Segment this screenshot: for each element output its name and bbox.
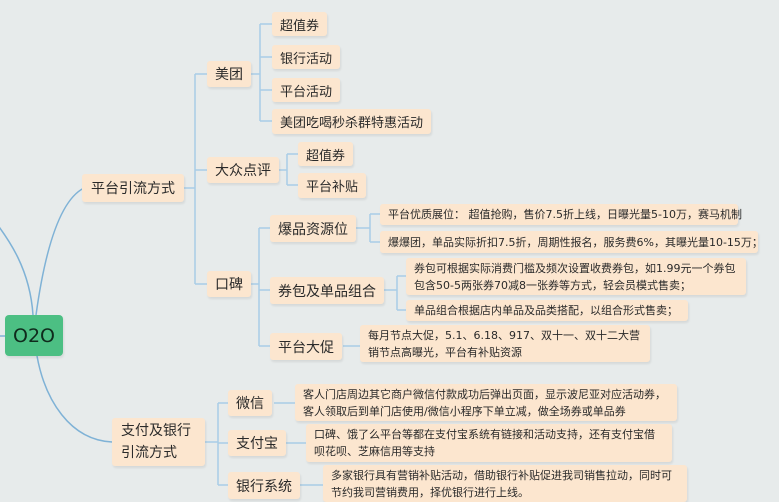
node-platform-promo[interactable]: 平台大促	[270, 333, 342, 360]
leaf-label: 平台活动	[280, 84, 333, 100]
leaf-dianping-value-coupon[interactable]: 超值券	[298, 142, 354, 166]
leaf-label: 美团吃喝秒杀群特惠活动	[280, 116, 424, 131]
leaf-meituan-bank-activity[interactable]: 银行活动	[272, 45, 341, 69]
leaf-label: 超值券	[306, 148, 346, 164]
node-bank-system[interactable]: 银行系统	[228, 472, 300, 499]
detail-alipay: 口碑、饿了么平台等都在支付宝系统有链接和活动支持，还有支付宝借呗花呗、芝麻信用等…	[306, 424, 672, 462]
detail-hot-slot-1: 平台优质展位： 超值抢购，售价7.5折上线，日曝光量5-10万，赛马机制	[380, 204, 742, 225]
leaf-meituan-platform-activity[interactable]: 平台活动	[272, 78, 341, 102]
node-label: 平台大促	[278, 339, 334, 356]
branch-payment-bank-traffic[interactable]: 支付及银行引流方式	[112, 418, 205, 466]
detail-hot-slot-2: 爆爆团，单品实际折扣7.5折，周期性报名，服务费6%，其曝光量10-15万；	[380, 231, 763, 253]
leaf-label: 平台补贴	[306, 180, 359, 195]
detail-coupon-bundle-2: 单品组合根据店内单品及品类搭配，以组合形式售卖；	[406, 300, 688, 321]
detail-text: 多家银行具有营销补贴活动，借助银行补贴促进我司销售拉动，同时可节约我司营销费用，…	[331, 468, 672, 499]
leaf-label: 银行活动	[280, 51, 333, 67]
node-wechat[interactable]: 微信	[228, 390, 272, 416]
node-label: 券包及单品组合	[278, 283, 376, 300]
detail-text: 客人门店周边其它商户微信付款成功后弹出页面，显示波尼亚对应活动券，客人领取后到单…	[303, 387, 666, 418]
node-label: 微信	[236, 396, 264, 412]
node-meituan[interactable]: 美团	[207, 61, 251, 87]
leaf-meituan-value-coupon[interactable]: 超值券	[272, 12, 328, 36]
leaf-label: 超值券	[280, 18, 320, 34]
branch-label: 支付及银行引流方式	[121, 423, 191, 461]
detail-wechat: 客人门店周边其它商户微信付款成功后弹出页面，显示波尼亚对应活动券，客人领取后到单…	[295, 384, 677, 421]
detail-text: 平台优质展位： 超值抢购，售价7.5折上线，日曝光量5-10万，赛马机制	[388, 208, 742, 221]
node-label: 银行系统	[236, 478, 292, 495]
node-koubei[interactable]: 口碑	[207, 271, 251, 297]
root-label: O2O	[13, 324, 55, 347]
detail-text: 券包可根据实际消费门槛及频次设置收费券包，如1.99元一个券包包含50-5两张券…	[414, 261, 736, 292]
detail-platform-promo: 每月节点大促，5.1、6.18、917、双十一、双十二大营销节点高曝光，平台有补…	[360, 325, 650, 362]
detail-text: 单品组合根据店内单品及品类搭配，以组合形式售卖；	[414, 304, 678, 317]
node-dianping[interactable]: 大众点评	[207, 157, 279, 183]
node-label: 大众点评	[215, 163, 271, 179]
root-node[interactable]: O2O	[5, 315, 63, 356]
leaf-dianping-subsidy[interactable]: 平台补贴	[298, 173, 367, 198]
branch-platform-traffic[interactable]: 平台引流方式	[82, 174, 184, 202]
node-label: 支付宝	[236, 436, 278, 452]
node-label: 美团	[215, 67, 243, 83]
detail-text: 每月节点大促，5.1、6.18、917、双十一、双十二大营销节点高曝光，平台有补…	[368, 328, 640, 359]
detail-bank-system: 多家银行具有营销补贴活动，借助银行补贴促进我司销售拉动，同时可节约我司营销费用，…	[323, 465, 687, 502]
node-hot-product-slot[interactable]: 爆品资源位	[270, 215, 356, 242]
detail-text: 口碑、饿了么平台等都在支付宝系统有链接和活动支持，还有支付宝借呗花呗、芝麻信用等…	[314, 428, 655, 458]
branch-label: 平台引流方式	[91, 181, 175, 197]
node-coupon-bundle[interactable]: 券包及单品组合	[270, 277, 384, 304]
node-label: 爆品资源位	[278, 221, 348, 238]
node-alipay[interactable]: 支付宝	[228, 430, 286, 456]
detail-coupon-bundle-1: 券包可根据实际消费门槛及频次设置收费券包，如1.99元一个券包包含50-5两张券…	[406, 258, 746, 295]
detail-text: 爆爆团，单品实际折扣7.5折，周期性报名，服务费6%，其曝光量10-15万；	[388, 235, 763, 249]
node-label: 口碑	[215, 277, 243, 293]
leaf-meituan-flash-sale[interactable]: 美团吃喝秒杀群特惠活动	[272, 109, 432, 134]
